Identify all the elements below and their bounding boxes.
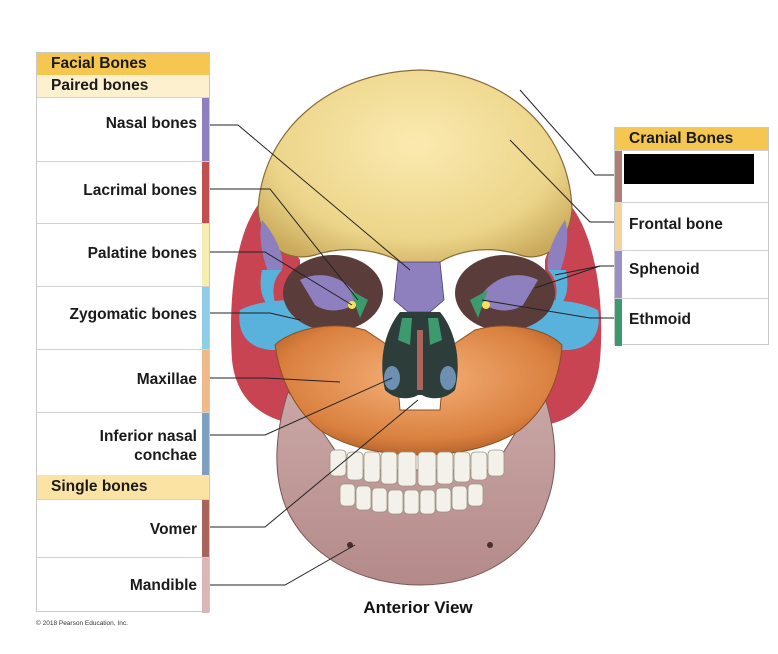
label-ethmoid: Ethmoid — [629, 311, 691, 329]
redacted-label-box — [624, 154, 754, 184]
facial-bones-panel: Facial Bones Paired bones Nasal bones La… — [36, 52, 210, 612]
copyright-notice: © 2018 Pearson Education, Inc. — [36, 620, 128, 627]
swatch-mandible — [202, 558, 209, 613]
label-row-lacrimal-bones: Lacrimal bones — [37, 161, 209, 223]
swatch-frontal-bone — [615, 203, 622, 250]
nasal-bones-shape — [394, 262, 444, 312]
label-row-palatine-bones: Palatine bones — [37, 223, 209, 286]
cranial-bones-panel: Cranial Bones Frontal bone Sphenoid Ethm… — [614, 127, 769, 345]
label-nasal-bones: Nasal bones — [106, 114, 197, 133]
swatch-zygomatic-bones — [202, 287, 209, 349]
swatch-sphenoid — [615, 251, 622, 298]
label-maxillae: Maxillae — [137, 370, 197, 389]
single-bones-header: Single bones — [37, 475, 209, 499]
label-frontal-bone: Frontal bone — [629, 216, 723, 234]
cranial-row-ethmoid: Ethmoid — [615, 298, 768, 346]
label-mandible: Mandible — [130, 576, 197, 595]
cranial-row-frontal-bone: Frontal bone — [615, 202, 768, 250]
swatch-lacrimal-bones — [202, 162, 209, 223]
swatch-palatine-bones — [202, 224, 209, 286]
label-inferior-nasal-line2: conchae — [134, 447, 197, 464]
cranial-row-sphenoid: Sphenoid — [615, 250, 768, 298]
label-palatine-bones: Palatine bones — [88, 244, 197, 263]
label-row-zygomatic-bones: Zygomatic bones — [37, 286, 209, 349]
label-vomer: Vomer — [150, 520, 197, 539]
label-zygomatic-bones: Zygomatic bones — [70, 305, 197, 324]
label-row-mandible: Mandible — [37, 557, 209, 613]
view-title: Anterior View — [330, 598, 506, 618]
swatch-nasal-bones — [202, 98, 209, 161]
label-row-inferior-nasal-conchae: Inferior nasal conchae — [37, 412, 209, 475]
swatch-maxillae — [202, 350, 209, 412]
label-lacrimal-bones: Lacrimal bones — [83, 181, 197, 200]
label-row-nasal-bones: Nasal bones — [37, 97, 209, 161]
swatch-vomer — [202, 500, 209, 557]
cranial-bones-header: Cranial Bones — [615, 128, 768, 150]
swatch-ethmoid — [615, 299, 622, 346]
label-row-vomer: Vomer — [37, 499, 209, 557]
label-inferior-nasal-conchae: Inferior nasal conchae — [100, 427, 197, 465]
facial-bones-header: Facial Bones — [37, 53, 209, 75]
label-row-maxillae: Maxillae — [37, 349, 209, 412]
label-inferior-nasal-line1: Inferior nasal — [100, 428, 197, 445]
swatch-inferior-nasal-conchae — [202, 413, 209, 475]
swatch-redacted — [615, 151, 622, 202]
label-sphenoid: Sphenoid — [629, 261, 700, 279]
frontal-bone-shape — [258, 70, 572, 280]
paired-bones-header: Paired bones — [37, 75, 209, 97]
